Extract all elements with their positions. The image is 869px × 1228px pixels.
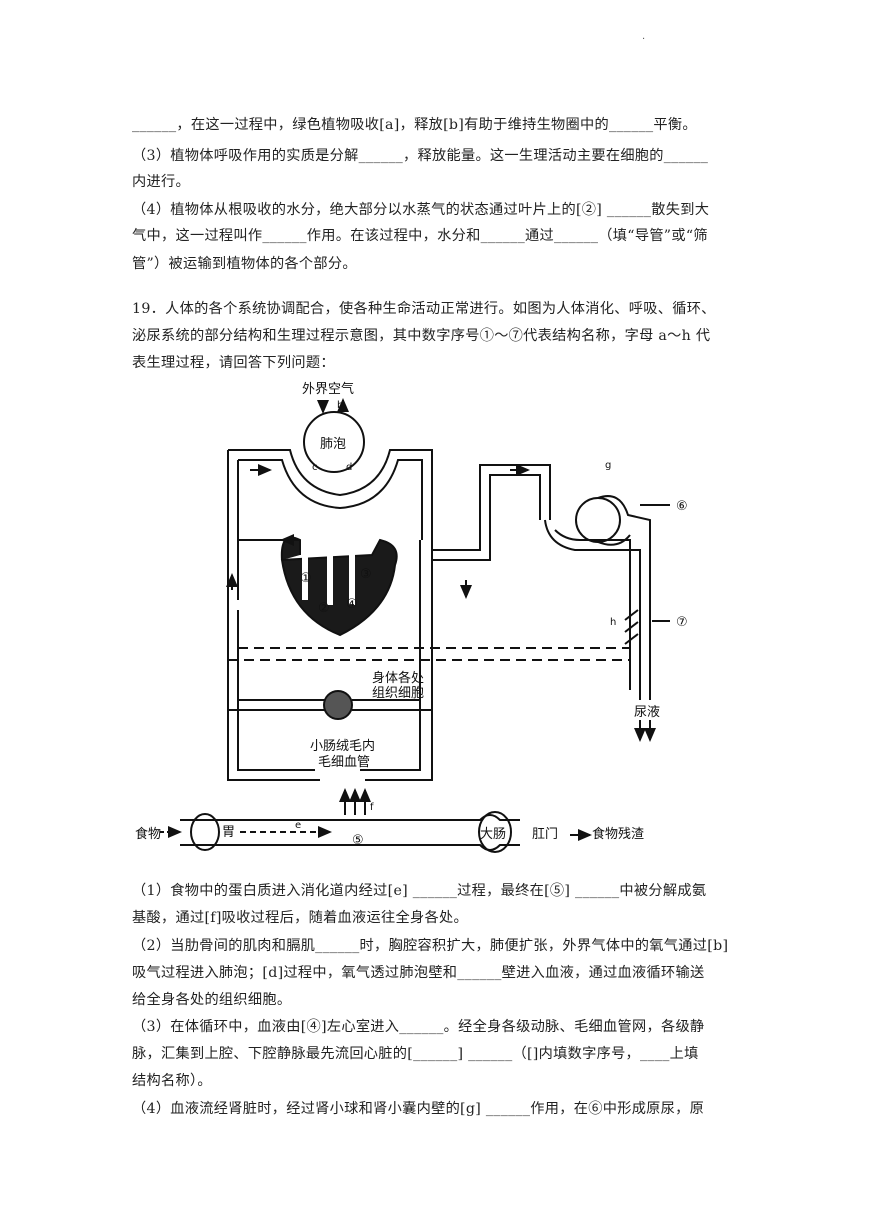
q18-line-5: 气中，这一过程叫作______作用。在该过程中，水分和______通过_____… <box>132 228 708 244</box>
alveolus-circle <box>303 411 365 473</box>
label-tissue-cells-1: 身体各处 <box>372 670 424 686</box>
q19-question-line-1: （1）食物中的蛋白质进入消化道内经过[e] ______过程，最终在[⑤] __… <box>132 883 707 899</box>
heart-number-1: ① <box>300 571 312 586</box>
q19-question-line-4: 吸气过程进入肺泡；[d]过程中，氧气透过肺泡壁和______壁进入血液，通过血液… <box>132 965 705 981</box>
letter-b: b <box>337 400 343 411</box>
tissue-cell-circle <box>323 690 353 720</box>
q19-intro-line-1: 19．人体的各个系统协调配合，使各种生命活动正常进行。如图为人体消化、呼吸、循环… <box>132 301 716 317</box>
label-food-residue: 食物残渣 <box>592 826 644 842</box>
page-dot: · <box>642 34 646 45</box>
pulmonary-inner-vessel <box>238 459 423 540</box>
heart-number-2: ② <box>318 601 330 616</box>
label-number-5: ⑤ <box>352 833 364 848</box>
label-outside-air: 外界空气 <box>302 381 354 397</box>
heart-number-4: ④ <box>346 597 358 612</box>
q18-line-1: ______，在这一过程中，绿色植物吸收[a]，释放[b]有助于维持生物圈中的_… <box>132 117 697 133</box>
heart-number-3: ③ <box>360 567 372 582</box>
label-anus: 肛门 <box>532 827 558 842</box>
label-number-6: ⑥ <box>676 499 688 514</box>
label-stomach: 胃 <box>222 825 235 840</box>
letter-g: g <box>605 460 611 471</box>
q19-intro-line-3: 表生理过程，请回答下列问题： <box>132 355 335 371</box>
label-large-intestine: 大肠 <box>480 827 506 842</box>
letter-e: e <box>295 820 301 831</box>
q19-question-line-3: （2）当肋骨间的肌肉和膈肌______时，胸腔容积扩大，肺便扩张，外界气体中的氧… <box>132 938 729 954</box>
q19-question-line-8: 结构名称）。 <box>132 1073 212 1089</box>
label-number-7: ⑦ <box>676 615 688 630</box>
glomerulus-circle <box>575 497 621 543</box>
q19-question-line-2: 基酸，通过[f]吸收过程后，随着血液运往全身各处。 <box>132 910 468 926</box>
label-food: 食物 <box>135 826 161 842</box>
label-urine: 尿液 <box>634 705 660 720</box>
pulmonary-outer-vessel <box>228 449 433 550</box>
q19-question-line-9: （4）血液流经肾脏时，经过肾小球和肾小囊内壁的[g] ______作用，在⑥中形… <box>132 1101 705 1117</box>
q18-line-4: （4）植物体从根吸收的水分，绝大部分以水蒸气的状态通过叶片上的[②] _____… <box>132 202 710 218</box>
q18-line-6: 管”）被运输到植物体的各个部分。 <box>132 256 357 272</box>
label-tissue-cells-2: 组织细胞 <box>372 686 424 701</box>
q19-question-line-5: 给全身各处的组织细胞。 <box>132 992 292 1008</box>
q19-question-line-7: 脉，汇集到上腔、下腔静脉最先流回心脏的[______] ______（[]内填数… <box>132 1046 699 1062</box>
letter-a: a <box>320 400 326 411</box>
label-villus-1: 小肠绒毛内 <box>310 738 375 754</box>
q19-question-line-6: （3）在体循环中，血液由[④]左心室进入______。经全身各级动脉、毛细血管网… <box>132 1019 705 1035</box>
q18-line-2: （3）植物体呼吸作用的实质是分解______，释放能量。这一生理活动主要在细胞的… <box>132 148 709 164</box>
label-alveolus: 肺泡 <box>320 437 346 452</box>
letter-c: c <box>312 462 318 473</box>
letter-d: d <box>346 462 352 473</box>
letter-f: f <box>370 802 374 813</box>
heart-shape <box>280 536 398 637</box>
q19-intro-line-2: 泌尿系统的部分结构和生理过程示意图，其中数字序号①～⑦代表结构名称，字母 a～h… <box>132 328 711 344</box>
letter-h: h <box>610 617 616 628</box>
q18-line-3: 内进行。 <box>132 174 190 190</box>
label-villus-2: 毛细血管 <box>318 755 370 770</box>
